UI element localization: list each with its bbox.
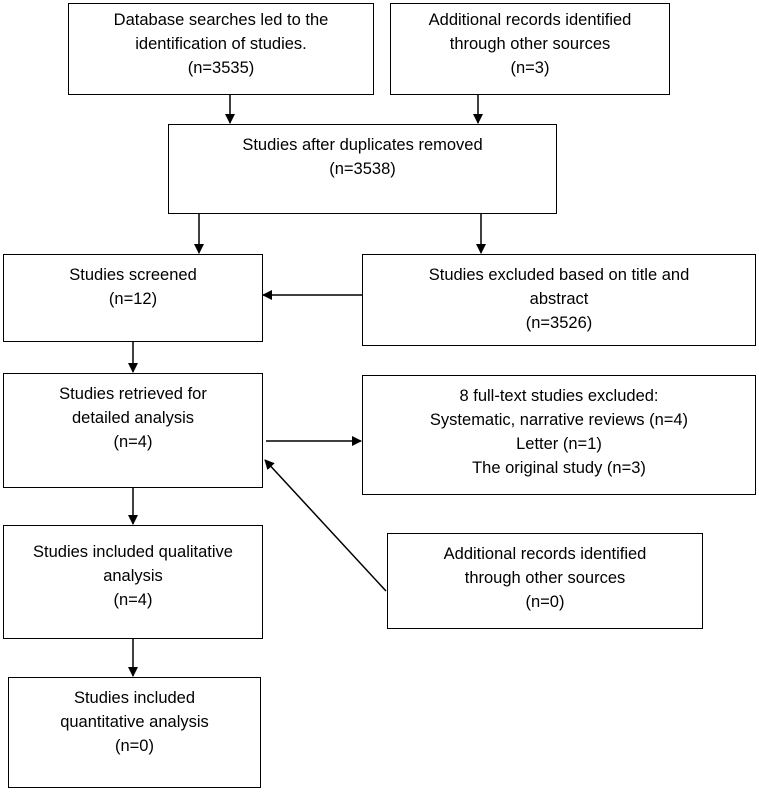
database-searches-count: (n=3535)	[187, 59, 255, 77]
excluded-title-abstract-line-2: abstract	[529, 290, 589, 308]
retrieved-count: (n=4)	[113, 433, 153, 451]
after-duplicates-label: Studies after duplicates removed	[242, 136, 483, 154]
retrieved-box: Studies retrieved for detailed analysis …	[3, 373, 263, 488]
additional-records-top-box: Additional records identified through ot…	[390, 3, 670, 95]
additional-records-bottom-line-2: through other sources	[464, 569, 626, 587]
excluded-title-abstract-box: Studies excluded based on title and abst…	[362, 254, 756, 346]
after-duplicates-box: Studies after duplicates removed (n=3538…	[168, 124, 557, 214]
screened-box: Studies screened (n=12)	[3, 254, 263, 342]
additional-records-top-line-2: through other sources	[449, 35, 611, 53]
database-searches-box: Database searches led to the identificat…	[68, 3, 374, 95]
additional-records-top-line-1: Additional records identified	[428, 11, 632, 29]
database-searches-line-2: identification of studies.	[135, 35, 307, 53]
excluded-title-abstract-count: (n=3526)	[525, 314, 593, 332]
database-searches-line-1: Database searches led to the	[113, 11, 329, 29]
retrieved-line-2: detailed analysis	[72, 409, 194, 427]
quantitative-line-1: Studies included	[73, 689, 196, 707]
qualitative-count: (n=4)	[113, 591, 153, 609]
quantitative-line-2: quantitative analysis	[60, 713, 209, 731]
fulltext-excluded-heading: 8 full-text studies excluded:	[459, 387, 659, 405]
fulltext-excluded-box: 8 full-text studies excluded: Systematic…	[362, 375, 756, 495]
fulltext-excluded-letter: Letter (n=1)	[516, 435, 602, 453]
qualitative-line-2: analysis	[103, 567, 163, 585]
after-duplicates-count: (n=3538)	[329, 160, 396, 178]
retrieved-line-1: Studies retrieved for	[59, 385, 207, 403]
fulltext-excluded-original: The original study (n=3)	[472, 459, 646, 477]
additional-records-top-count: (n=3)	[510, 59, 550, 77]
additional-records-bottom-line-1: Additional records identified	[443, 545, 647, 563]
fulltext-excluded-reviews: Systematic, narrative reviews (n=4)	[429, 411, 689, 429]
additional-records-bottom-count: (n=0)	[525, 593, 565, 611]
screened-label: Studies screened	[69, 266, 197, 284]
screened-count: (n=12)	[108, 290, 158, 308]
excluded-title-abstract-line-1: Studies excluded based on title and	[428, 266, 690, 284]
arrow-additional-bottom-to-retrieved	[264, 459, 387, 592]
qualitative-line-1: Studies included qualitative	[33, 543, 233, 561]
additional-records-bottom-box: Additional records identified through ot…	[387, 533, 703, 629]
quantitative-box: Studies included quantitative analysis (…	[8, 677, 261, 788]
quantitative-count: (n=0)	[115, 737, 154, 755]
qualitative-box: Studies included qualitative analysis (n…	[3, 525, 263, 639]
